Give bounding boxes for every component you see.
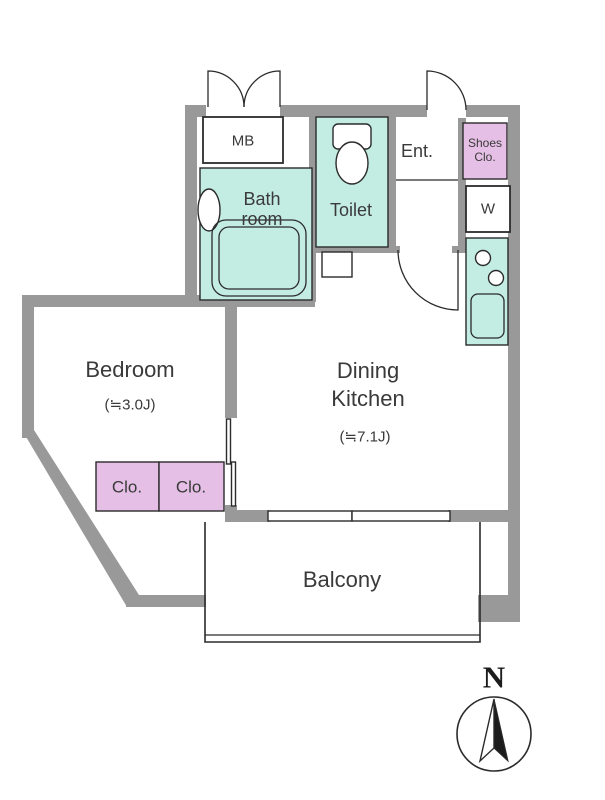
washer-box xyxy=(465,185,511,233)
mb-door-opening xyxy=(206,103,280,118)
bathtub-inner xyxy=(218,226,300,290)
stove-burner-icon-1 xyxy=(474,249,492,267)
mb-door-right-swing xyxy=(243,70,281,108)
kitchen-sink-icon xyxy=(470,293,505,339)
bedroom-label: Bedroom xyxy=(85,357,175,382)
compass xyxy=(456,696,532,772)
mb-door-left-swing xyxy=(207,70,245,108)
rooms xyxy=(95,116,511,512)
wall-toilet-entrance xyxy=(388,105,396,253)
wall-hall-door-stub xyxy=(452,246,466,253)
wall-right xyxy=(508,105,520,622)
shoes-closet-label-line1: Shoes xyxy=(467,136,503,150)
balcony-window-left xyxy=(267,510,353,522)
washer-label: W xyxy=(480,200,496,218)
bathtub-outer xyxy=(211,219,307,297)
closet-right-label: Clo. xyxy=(175,477,207,497)
wall-bedroom-left xyxy=(22,295,34,438)
wall-entrance-right xyxy=(458,117,466,253)
balcony-window-right xyxy=(351,510,451,522)
compass-north-label: N xyxy=(482,659,506,695)
shoes-closet-label-line2: Clo. xyxy=(474,150,496,164)
wall-dk-bottom-left xyxy=(225,510,270,522)
doors xyxy=(207,70,467,311)
dining-kitchen-size-label: (≒7.1J) xyxy=(339,428,391,446)
washbasin-icon xyxy=(197,188,221,232)
bathroom-label-line1: Bath xyxy=(243,189,281,209)
room-shoes-closet xyxy=(462,122,508,180)
meter-box xyxy=(202,116,284,164)
compass-circle xyxy=(456,696,532,772)
dining-kitchen-label-line2: Kitchen xyxy=(331,386,405,411)
dining-kitchen-label-line1: Dining xyxy=(336,358,400,383)
compass-needle-west xyxy=(478,698,495,764)
wall-bedroom-dk-upper xyxy=(225,307,237,418)
closet-left-label: Clo. xyxy=(111,477,143,497)
wall-bottom-left xyxy=(126,595,206,607)
wall-toilet-bottom xyxy=(315,246,400,253)
compass-needle-east xyxy=(493,698,509,763)
stove-burner-icon-2 xyxy=(487,269,505,287)
wall-upper-left xyxy=(185,105,197,307)
wall-dk-bottom-right xyxy=(448,510,508,522)
wall-diagonal xyxy=(22,430,139,607)
entrance-label: Ent. xyxy=(400,141,434,161)
balcony-label: Balcony xyxy=(302,567,382,592)
bathroom-label-line2: room xyxy=(241,209,283,229)
bedroom-sliding-door-panel-2 xyxy=(230,461,237,507)
kitchen-counter xyxy=(465,237,509,346)
wall-bottom-right xyxy=(478,595,520,622)
hall-washbasin xyxy=(321,251,353,278)
closet-right-box xyxy=(158,461,225,512)
mb-label: MB xyxy=(231,132,255,150)
bedroom-sliding-door-panel-1 xyxy=(225,418,232,465)
entrance-door-opening xyxy=(427,103,466,118)
toilet-bowl-icon xyxy=(335,141,369,185)
toilet-label: Toilet xyxy=(329,200,373,220)
balcony-railing xyxy=(204,522,481,643)
fixtures xyxy=(197,123,505,643)
room-bathroom xyxy=(199,167,313,301)
hall-door-swing xyxy=(397,249,459,311)
bedroom-size-label: (≒3.0J) xyxy=(104,396,156,414)
entrance-door-swing xyxy=(426,70,467,111)
